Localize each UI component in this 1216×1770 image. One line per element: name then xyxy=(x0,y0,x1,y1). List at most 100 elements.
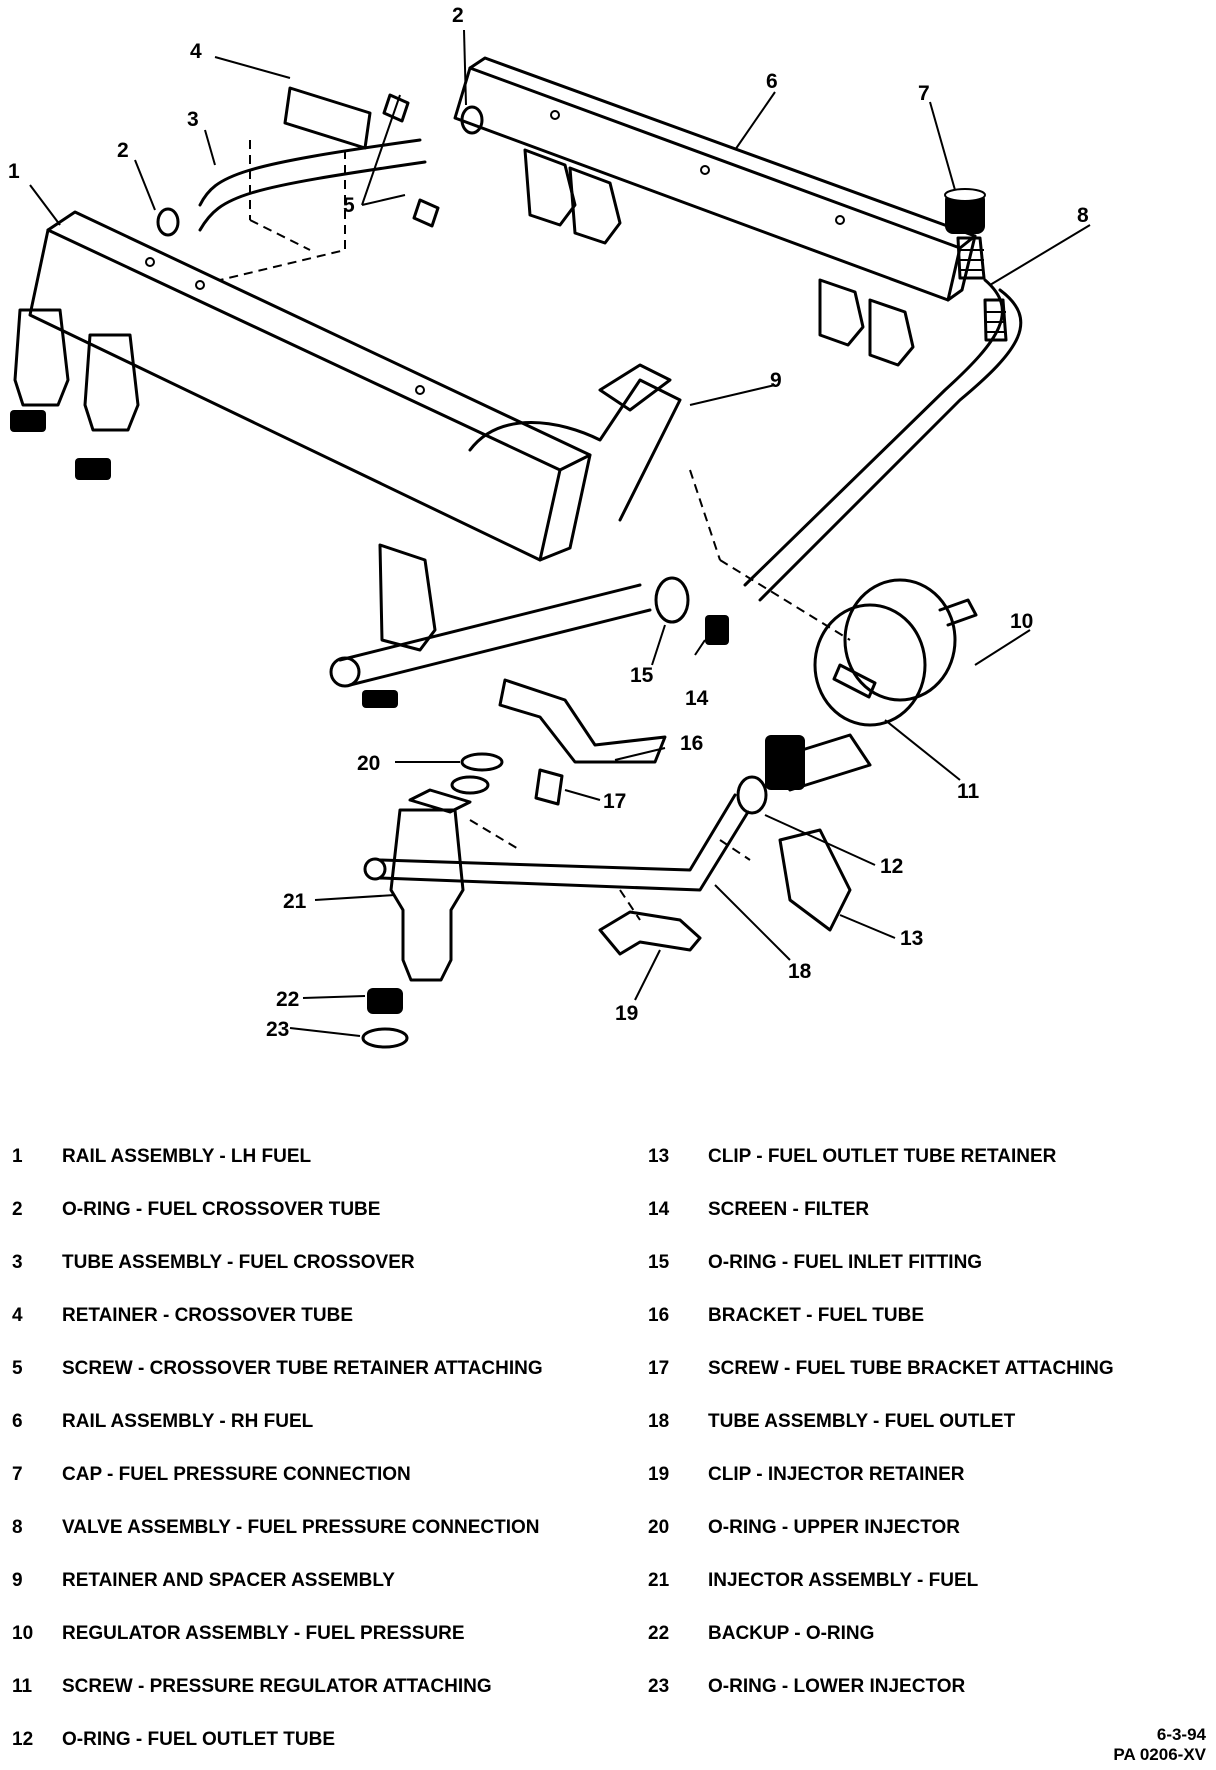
legend-item-text: O-RING - UPPER INJECTOR xyxy=(708,1516,960,1538)
legend-item-text: O-RING - LOWER INJECTOR xyxy=(708,1675,966,1697)
callout-9: 9 xyxy=(770,369,782,392)
legend-item-text: RETAINER - CROSSOVER TUBE xyxy=(62,1304,354,1326)
callout-13: 13 xyxy=(900,927,923,950)
legend-item-number: 10 xyxy=(12,1622,34,1644)
legend-item-number: 5 xyxy=(12,1357,23,1379)
legend-item-text: RAIL ASSEMBLY - LH FUEL xyxy=(62,1145,312,1167)
legend-item: 21 INJECTOR ASSEMBLY - FUEL xyxy=(648,1554,1208,1607)
callout-22: 22 xyxy=(276,988,299,1011)
fuel-pressure-regulator xyxy=(765,578,978,792)
callout-21: 21 xyxy=(283,890,307,913)
callout-2: 2 xyxy=(452,4,464,27)
legend-item: 3 TUBE ASSEMBLY - FUEL CROSSOVER xyxy=(8,1236,608,1289)
legend-item-number: 13 xyxy=(648,1145,670,1167)
lh-fuel-rail xyxy=(28,210,592,562)
figure-date: 6-3-94 xyxy=(1156,1725,1206,1744)
legend-item-text: BACKUP - O-RING xyxy=(708,1622,875,1644)
callout-10: 10 xyxy=(1010,610,1033,633)
legend-item: 19 CLIP - INJECTOR RETAINER xyxy=(648,1448,1208,1501)
legend-item-number: 23 xyxy=(648,1675,670,1697)
lh-injectors xyxy=(10,308,437,708)
legend-item: 23 O-RING - LOWER INJECTOR xyxy=(648,1660,1208,1713)
legend-item-number: 9 xyxy=(12,1569,23,1591)
figure-code: PA 0206-XV xyxy=(1113,1745,1206,1764)
legend-item-number: 19 xyxy=(648,1463,670,1485)
figure-footer: 6-3-94 PA 0206-XV xyxy=(1113,1725,1206,1765)
legend-item-text: CAP - FUEL PRESSURE CONNECTION xyxy=(62,1463,411,1485)
callout-3: 3 xyxy=(187,108,199,131)
legend-item-text: O-RING - FUEL CROSSOVER TUBE xyxy=(62,1198,381,1220)
callout-15: 15 xyxy=(630,664,654,687)
legend-item-text: INJECTOR ASSEMBLY - FUEL xyxy=(708,1569,979,1591)
legend-item: 17 SCREW - FUEL TUBE BRACKET ATTACHING xyxy=(648,1342,1208,1395)
legend-item: 9 RETAINER AND SPACER ASSEMBLY xyxy=(8,1554,608,1607)
legend-item-number: 20 xyxy=(648,1516,670,1538)
parts-legend: 1 RAIL ASSEMBLY - LH FUEL 2 O-RING - FUEL C… xyxy=(0,1130,1216,1750)
legend-item-number: 4 xyxy=(12,1304,23,1326)
legend-item-number: 22 xyxy=(648,1622,670,1644)
legend-item-number: 21 xyxy=(648,1569,670,1591)
legend-item-number: 1 xyxy=(12,1145,23,1167)
callout-16: 16 xyxy=(680,732,703,755)
callout-11: 11 xyxy=(957,780,980,803)
legend-item-text: TUBE ASSEMBLY - FUEL OUTLET xyxy=(708,1410,1016,1432)
callout-18: 18 xyxy=(788,960,812,983)
legend-item-text: CLIP - INJECTOR RETAINER xyxy=(708,1463,965,1485)
rh-injectors xyxy=(523,148,915,367)
legend-item-text: REGULATOR ASSEMBLY - FUEL PRESSURE xyxy=(62,1622,465,1644)
callout-2: 2 xyxy=(117,139,129,162)
legend-item-text: BRACKET - FUEL TUBE xyxy=(708,1304,925,1326)
callout-8: 8 xyxy=(1077,204,1089,227)
callout-7: 7 xyxy=(918,82,930,105)
legend-item-number: 3 xyxy=(12,1251,23,1273)
legend-item-text: SCREW - FUEL TUBE BRACKET ATTACHING xyxy=(708,1357,1114,1379)
callout-6: 6 xyxy=(766,70,778,93)
fuel-pressure-cap xyxy=(944,188,986,234)
legend-item-text: CLIP - FUEL OUTLET TUBE RETAINER xyxy=(708,1145,1057,1167)
legend-item: 22 BACKUP - O-RING xyxy=(648,1607,1208,1660)
legend-left-column: 1 RAIL ASSEMBLY - LH FUEL 2 O-RING - FUEL C… xyxy=(8,1130,608,1766)
legend-item: 18 TUBE ASSEMBLY - FUEL OUTLET xyxy=(648,1395,1208,1448)
legend-item-number: 7 xyxy=(12,1463,23,1485)
callout-20: 20 xyxy=(357,752,380,775)
legend-item-text: RETAINER AND SPACER ASSEMBLY xyxy=(62,1569,395,1591)
legend-item-number: 2 xyxy=(12,1198,23,1220)
legend-item-text: O-RING - FUEL OUTLET TUBE xyxy=(62,1728,336,1750)
legend-item-number: 16 xyxy=(648,1304,670,1326)
legend-item-number: 8 xyxy=(12,1516,23,1538)
fuel-pressure-valve xyxy=(956,236,1008,342)
legend-item: 20 O-RING - UPPER INJECTOR xyxy=(648,1501,1208,1554)
legend-item: 4 RETAINER - CROSSOVER TUBE xyxy=(8,1289,608,1342)
legend-item-number: 14 xyxy=(648,1198,670,1220)
callout-23: 23 xyxy=(266,1018,289,1041)
callout-19: 19 xyxy=(615,1002,638,1025)
legend-item: 15 O-RING - FUEL INLET FITTING xyxy=(648,1236,1208,1289)
legend-item-number: 18 xyxy=(648,1410,670,1432)
legend-item-text: O-RING - FUEL INLET FITTING xyxy=(708,1251,983,1273)
legend-item: 1 RAIL ASSEMBLY - LH FUEL xyxy=(8,1130,608,1183)
legend-item: 2 O-RING - FUEL CROSSOVER TUBE xyxy=(8,1183,608,1236)
legend-item-text: RAIL ASSEMBLY - RH FUEL xyxy=(62,1410,314,1432)
legend-item-number: 17 xyxy=(648,1357,670,1379)
legend-item: 6 RAIL ASSEMBLY - RH FUEL xyxy=(8,1395,608,1448)
legend-item: 14 SCREEN - FILTER xyxy=(648,1183,1208,1236)
callout-4: 4 xyxy=(190,40,202,63)
legend-item-text: SCREEN - FILTER xyxy=(708,1198,870,1220)
legend-item: 5 SCREW - CROSSOVER TUBE RETAINER ATTACHI… xyxy=(8,1342,608,1395)
legend-item-number: 6 xyxy=(12,1410,23,1432)
legend-item: 13 CLIP - FUEL OUTLET TUBE RETAINER xyxy=(648,1130,1208,1183)
callout-17: 17 xyxy=(603,790,626,813)
legend-item-text: SCREW - CROSSOVER TUBE RETAINER ATTACHIN… xyxy=(62,1357,543,1379)
legend-item-number: 15 xyxy=(648,1251,670,1273)
legend-item: 10 REGULATOR ASSEMBLY - FUEL PRESSURE xyxy=(8,1607,608,1660)
legend-item-text: TUBE ASSEMBLY - FUEL CROSSOVER xyxy=(62,1251,415,1273)
callout-14: 14 xyxy=(685,687,709,710)
callout-1: 1 xyxy=(8,160,20,183)
callout-5: 5 xyxy=(343,194,355,217)
legend-item-text: SCREW - PRESSURE REGULATOR ATTACHING xyxy=(62,1675,492,1697)
rh-fuel-rail xyxy=(453,56,977,302)
